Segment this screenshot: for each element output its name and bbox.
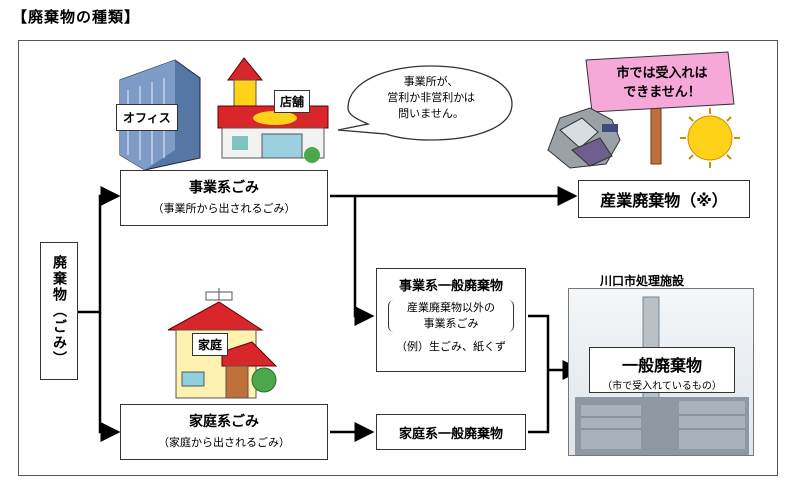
business-waste-label: 事業系ごみ <box>189 180 259 196</box>
household-waste-sub: （家庭から出されるごみ） <box>158 436 290 449</box>
arrow-source-to-business <box>78 186 121 314</box>
bracket-line: 事業系ごみ <box>423 317 479 330</box>
page-title: 【廃棄物の種類】 <box>12 8 141 26</box>
house-label: 家庭 <box>192 333 229 356</box>
speech-line: 問いません。 <box>398 107 464 120</box>
waste-pile-icon <box>547 107 621 169</box>
sign-line: 市では受入れは <box>616 66 708 81</box>
shop-label: 店舗 <box>274 90 311 113</box>
business-waste-sub: （事業所から出されるごみ） <box>152 202 296 215</box>
household-general-waste-label: 家庭系一般廃棄物 <box>398 426 503 442</box>
facility-label: 川口市処理施設 <box>600 274 685 288</box>
sign-text: 市では受入れは できません！ <box>596 64 728 102</box>
office-label: オフィス <box>116 104 178 131</box>
industrial-waste-label: 産業廃棄物（※） <box>600 191 728 210</box>
speech-text: 事業所が、 営利か非営利かは 問いません。 <box>370 74 492 122</box>
speech-line: 事業所が、 <box>403 75 459 88</box>
arrow-to-facility <box>528 314 550 434</box>
sun-icon <box>680 108 740 168</box>
arrow-source-to-household <box>98 312 121 442</box>
business-general-waste-box: 事業系一般廃棄物 産業廃棄物以外の 事業系ごみ （例）生ごみ、紙くず <box>376 268 526 372</box>
general-waste-label: 一般廃棄物 <box>621 356 702 375</box>
sign-line: できません！ <box>623 85 701 100</box>
business-general-example: （例）生ごみ、紙くず <box>396 340 506 353</box>
speech-line: 営利か非営利かは <box>387 91 475 104</box>
household-waste-label: 家庭系ごみ <box>189 414 259 430</box>
waste-source-box: 廃棄物（ごみ） <box>40 242 78 380</box>
industrial-waste-box: 産業廃棄物（※） <box>578 180 750 218</box>
diagram-frame <box>18 40 778 476</box>
general-waste-sub: （市で受入れているもの） <box>602 381 722 392</box>
facility-photo: 一般廃棄物 （市で受入れているもの） <box>568 288 754 456</box>
waste-source-label: 廃棄物（ごみ） <box>51 255 67 367</box>
business-waste-box: 事業系ごみ （事業所から出されるごみ） <box>120 170 328 226</box>
business-general-bracket: 産業廃棄物以外の 事業系ごみ <box>388 300 514 332</box>
household-general-waste-box: 家庭系一般廃棄物 <box>376 414 526 450</box>
business-general-waste-label: 事業系一般廃棄物 <box>398 279 503 294</box>
bracket-line: 産業廃棄物以外の <box>407 301 495 314</box>
general-waste-box: 一般廃棄物 （市で受入れているもの） <box>589 347 735 393</box>
household-waste-box: 家庭系ごみ （家庭から出されるごみ） <box>120 404 328 460</box>
arrow-business-to-general <box>353 196 375 326</box>
